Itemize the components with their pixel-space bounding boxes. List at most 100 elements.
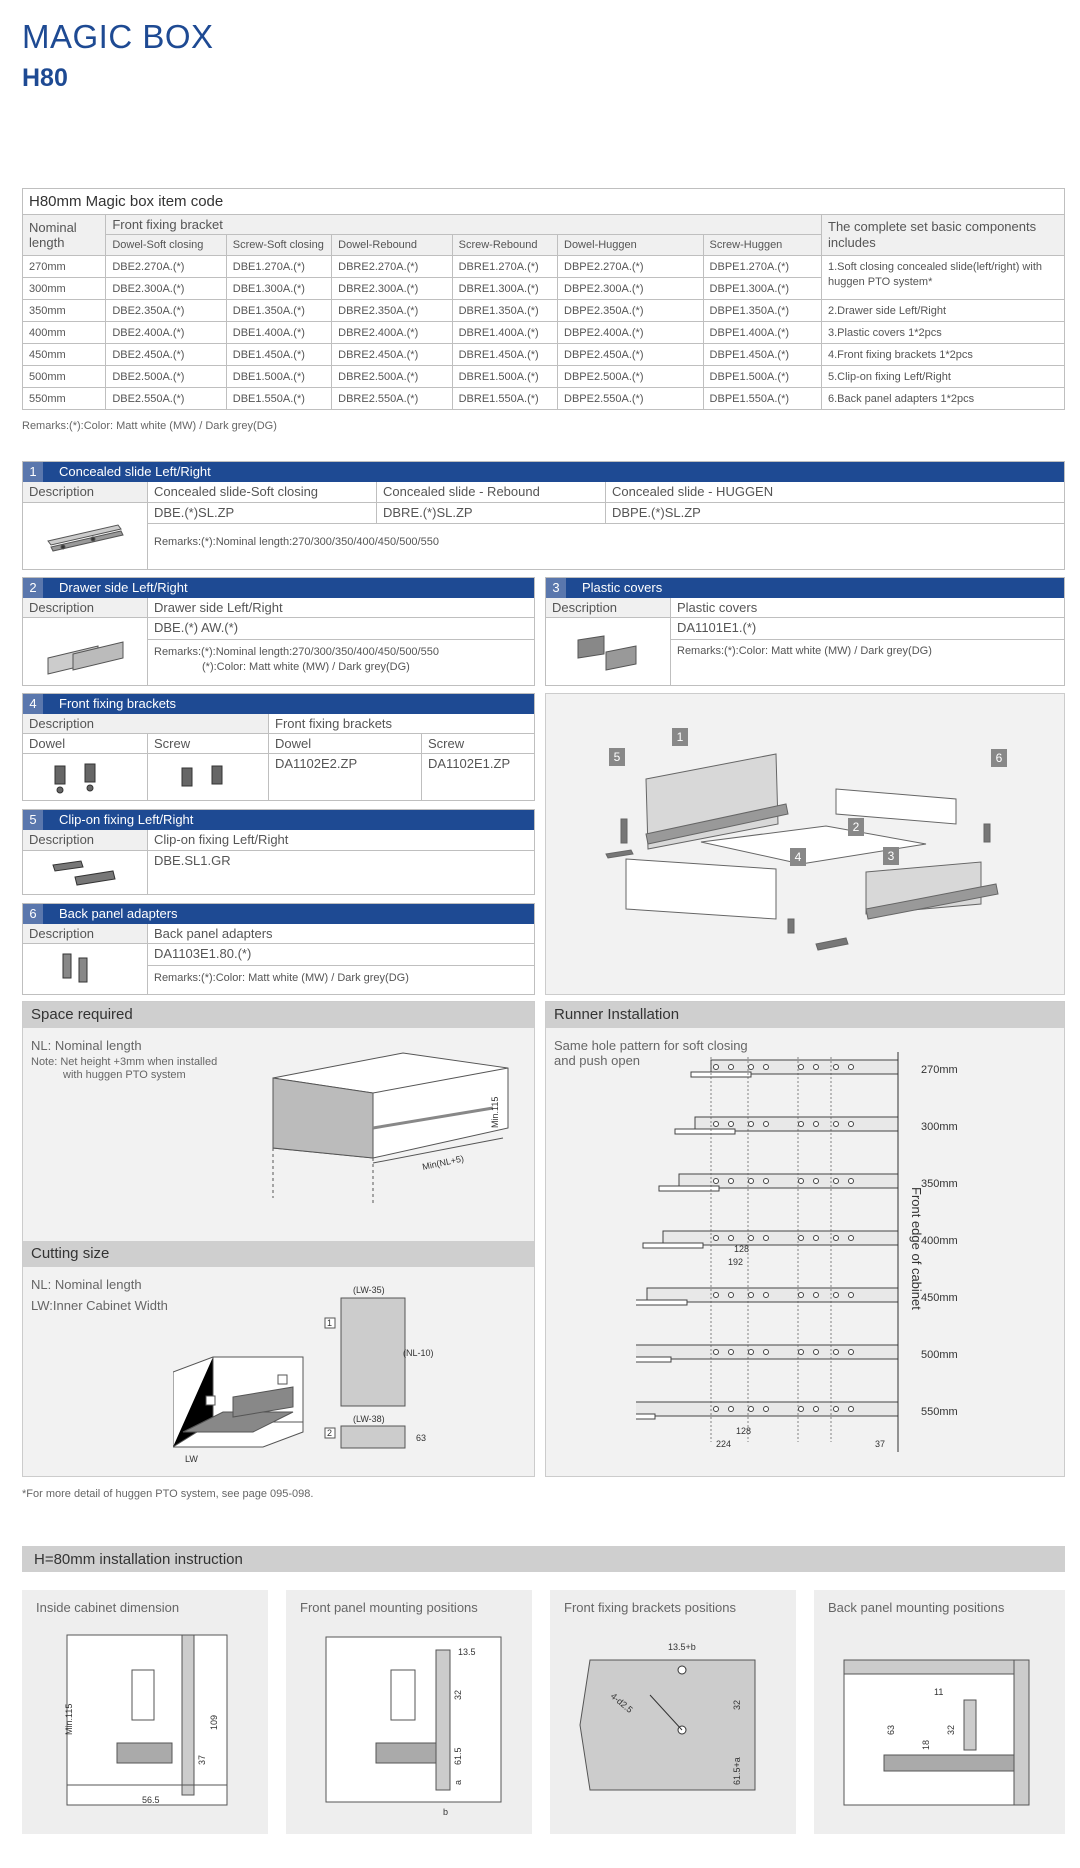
length-cell: 270mm <box>21 255 107 278</box>
dim: Min.115 <box>64 1704 74 1735</box>
install-panel-inside: Inside cabinet dimension Min.115 109 37 … <box>22 1590 268 1834</box>
huggen-note: with huggen PTO system <box>63 1069 186 1081</box>
code-cell: DBE2.400A.(*) <box>105 321 227 344</box>
install-panel-brackets: Front fixing brackets positions 13.5+b 4… <box>550 1590 796 1834</box>
runner-installation-panel: Runner Installation Same hole pattern fo… <box>545 1001 1065 1477</box>
runner-hole <box>833 1292 839 1298</box>
runner-hole <box>813 1235 819 1241</box>
length-cell: 500mm <box>21 365 107 388</box>
runner-hole <box>833 1235 839 1241</box>
runner-drawing: 128 192 128 224 37 Front edge of cabinet… <box>636 1052 958 1452</box>
panel-number: 6 <box>23 904 43 924</box>
code-value: DA1103E1.80.(*) <box>148 944 534 966</box>
code-cell: DBPE2.550A.(*) <box>557 387 704 410</box>
runner-hole <box>748 1064 754 1070</box>
dim-224: 224 <box>716 1439 731 1449</box>
screw-label: Screw <box>422 734 534 754</box>
runner-hole <box>833 1064 839 1070</box>
panel-remark: Remarks:(*):Nominal length:270/300/350/4… <box>154 536 439 548</box>
runner-hole <box>728 1121 734 1127</box>
code-cell: DBE1.500A.(*) <box>225 365 333 388</box>
panel-number: 5 <box>23 810 43 830</box>
dim: 32 <box>453 1690 463 1700</box>
runner-hole <box>813 1064 819 1070</box>
component-cell: 4.Front fixing brackets 1*2pcs <box>821 343 1065 366</box>
code-cell: DBPE1.500A.(*) <box>702 365 823 388</box>
code-cell: DBRE1.350A.(*) <box>451 299 559 322</box>
code-cell: DBPE2.450A.(*) <box>557 343 704 366</box>
runner-hole <box>763 1064 769 1070</box>
component-cell: 6.Back panel adapters 1*2pcs <box>821 387 1065 410</box>
runner-hole <box>713 1349 719 1355</box>
runner-hole <box>813 1406 819 1412</box>
runner-hole <box>833 1349 839 1355</box>
code-cell: DBRE2.550A.(*) <box>331 387 453 410</box>
callout-3: 3 <box>888 849 895 863</box>
fixing-brackets-drawing: 13.5+b 4-d2.5 32 61.5+a <box>579 1642 756 1791</box>
front-fixing-header: Front fixing bracket <box>105 214 822 235</box>
inside-cabinet-drawing: Min.115 109 37 56.5 <box>64 1634 228 1806</box>
code-cell: DBE2.450A.(*) <box>105 343 227 366</box>
callout-4: 4 <box>795 850 802 864</box>
code-cell: DBRE2.270A.(*) <box>331 255 453 278</box>
code-cell: DBRE2.350A.(*) <box>331 299 453 322</box>
code-cell: DBE1.350A.(*) <box>225 299 333 322</box>
runner-hole <box>763 1406 769 1412</box>
code-cell: DBRE1.270A.(*) <box>451 255 559 278</box>
code-cell: DBE2.550A.(*) <box>105 387 227 410</box>
code-cell: DBPE1.270A.(*) <box>702 255 823 278</box>
runner-hole <box>763 1292 769 1298</box>
dim: 11 <box>934 1687 943 1697</box>
runner-length-label: 550mm <box>921 1406 958 1418</box>
col-header: Screw-Huggen <box>702 234 823 256</box>
runner-hole <box>713 1292 719 1298</box>
dowel-label: Dowel <box>23 734 148 754</box>
dim-min115: Min.115 <box>490 1097 500 1128</box>
plastic-cover-image <box>546 618 671 686</box>
length-cell: 350mm <box>21 299 107 322</box>
runner-hole <box>748 1121 754 1127</box>
description-label: Description <box>23 598 148 618</box>
install-panel-label: Front panel mounting positions <box>300 1600 478 1615</box>
exploded-view: 1 2 3 4 5 6 <box>545 693 1065 995</box>
item-name: Clip-on fixing Left/Right <box>148 830 534 851</box>
component-cell: 2.Drawer side Left/Right <box>821 299 1065 322</box>
col-header: Screw-Soft closing <box>225 234 333 256</box>
runner-hole <box>848 1178 854 1184</box>
dim: b <box>443 1807 448 1817</box>
panel-remark: Remarks:(*):Color: Matt white (MW) / Dar… <box>154 972 409 984</box>
panel-title: Back panel adapters <box>59 906 178 921</box>
code-cell: DBPE1.350A.(*) <box>702 299 823 322</box>
runner-rail-tail <box>658 1185 720 1192</box>
dim-192: 192 <box>728 1257 743 1267</box>
runner-hole <box>763 1121 769 1127</box>
runner-hole <box>728 1292 734 1298</box>
runner-hole <box>848 1121 854 1127</box>
description-label: Description <box>546 598 671 618</box>
dim: 32 <box>732 1700 742 1710</box>
runner-hole <box>798 1235 804 1241</box>
dim-nl10: (NL-10) <box>403 1348 434 1358</box>
complete-set-header: The complete set basic components includ… <box>821 214 1065 256</box>
lw-note: LW:Inner Cabinet Width <box>31 1298 168 1313</box>
space-notes: NL: Nominal length Note: Net height +3mm… <box>23 1028 534 1081</box>
length-cell: 450mm <box>21 343 107 366</box>
component-cell: 3.Plastic covers 1*2pcs <box>821 321 1065 344</box>
col-label: Concealed slide-Soft closing <box>148 482 377 503</box>
box-2: 2 <box>327 1428 332 1438</box>
page-title: MAGIC BOX <box>22 18 214 55</box>
dim-minnl: Min(NL+5) <box>421 1153 464 1172</box>
install-panel-label: Front fixing brackets positions <box>564 1600 736 1615</box>
item-name: Back panel adapters <box>148 924 534 944</box>
panel-title: Front fixing brackets <box>59 696 177 711</box>
code-value: DA1102E1.ZP <box>428 756 511 771</box>
runner-hole <box>713 1406 719 1412</box>
dim: 13.5+b <box>668 1642 696 1652</box>
runner-hole <box>748 1292 754 1298</box>
panel-number: 1 <box>23 462 43 482</box>
dim-128-bottom: 128 <box>736 1426 751 1436</box>
panel-title: Plastic covers <box>582 580 663 595</box>
